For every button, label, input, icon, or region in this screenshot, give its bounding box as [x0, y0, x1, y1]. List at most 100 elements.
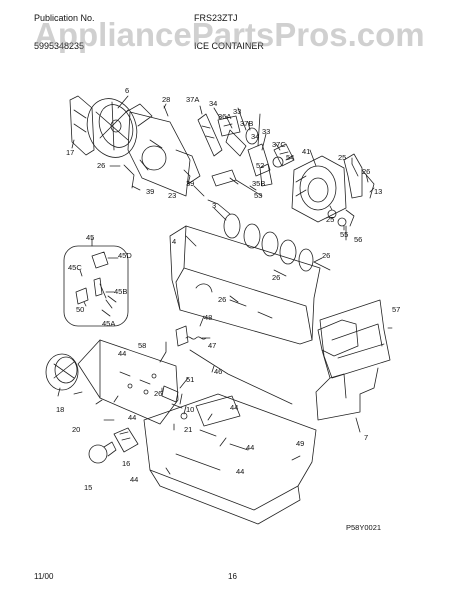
part-56-clip	[345, 209, 355, 227]
callout-39-left: 39	[146, 187, 154, 196]
callout-26-container: 26	[272, 273, 280, 282]
callout-56: 56	[354, 235, 362, 244]
part-15-light-bulb	[88, 441, 117, 464]
callout-39-right: 39	[186, 179, 194, 188]
callout-45a: 45A	[102, 319, 115, 328]
callout-44-tray: 44	[246, 443, 254, 452]
part-4-ice-container	[169, 225, 321, 345]
part-45-switch-assembly	[63, 245, 129, 327]
part-51-cam	[161, 385, 179, 403]
callout-37b: 37B	[240, 119, 253, 128]
part-53-rod	[235, 179, 263, 197]
callout-48: 48	[204, 313, 212, 322]
callout-25-bottom: 25	[326, 215, 334, 224]
bracket-assembly	[77, 339, 179, 425]
callout-3: 3	[212, 201, 216, 210]
callout-13: 13	[374, 187, 382, 196]
publication-label: Publication No.	[34, 13, 95, 23]
callout-44-strip: 44	[236, 467, 244, 476]
callout-26-motor: 26	[97, 161, 105, 170]
part-48-lever	[175, 325, 189, 347]
model-number: FRS23ZTJ	[194, 13, 238, 23]
callout-34-mid: 34	[251, 132, 259, 141]
part-17-bracket	[69, 95, 95, 156]
callout-15: 15	[84, 483, 92, 492]
callout-52: 52	[256, 161, 264, 170]
part-46-rod	[189, 349, 293, 405]
part-18-motor	[45, 353, 79, 391]
callout-26-bracket: 26	[154, 389, 162, 398]
part-34-bracket	[217, 115, 241, 137]
part-13-deflector	[343, 153, 363, 199]
callout-6: 6	[125, 86, 129, 95]
part-49-tray	[143, 393, 317, 525]
section-title: ICE CONTAINER	[194, 41, 264, 51]
figure-code: P58Y0021	[346, 523, 381, 532]
callout-46: 46	[214, 367, 222, 376]
publication-number: 5995348235	[34, 41, 85, 51]
callout-7: 7	[364, 433, 368, 442]
watermark-logo: AppliancePartsPros.com	[34, 16, 425, 53]
footer-page-number: 16	[228, 572, 237, 581]
part-16-light-socket	[113, 427, 139, 453]
part-44-plate	[195, 395, 241, 427]
callout-45c: 45C	[68, 263, 82, 272]
part-37c-link	[273, 143, 295, 167]
callout-37a: 37A	[186, 95, 199, 104]
part-28-screw	[163, 105, 169, 117]
part-39-screw-right	[183, 169, 191, 185]
callout-45b: 45B	[114, 287, 127, 296]
part-37b-link	[247, 143, 271, 177]
callout-26-housing: 26	[362, 167, 370, 176]
part-52-clip	[259, 163, 273, 187]
callout-4: 4	[172, 237, 176, 246]
callout-58: 58	[138, 341, 146, 350]
part-54-gear	[272, 156, 284, 168]
callout-35b: 35B	[252, 179, 265, 188]
callout-54: 54	[286, 153, 294, 162]
page-header: Publication No. 5995348235 FRS23ZTJ ICE …	[0, 0, 463, 60]
callout-36a: 36A	[218, 112, 231, 121]
callout-55: 55	[340, 230, 348, 239]
part-55-nut	[337, 217, 347, 227]
part-36a-lever	[225, 129, 247, 157]
part-44-strip	[175, 453, 221, 471]
callout-50: 50	[76, 305, 84, 314]
callout-33-mid: 33	[262, 127, 270, 136]
callout-33-top: 33	[233, 107, 241, 116]
callout-44-upper: 44	[118, 349, 126, 358]
callout-47: 47	[208, 341, 216, 350]
callout-26-floor: 26	[218, 295, 226, 304]
part-35b-actuator	[211, 169, 237, 187]
callout-49: 49	[296, 439, 304, 448]
part-6-auger-motor	[86, 98, 153, 158]
callout-44-bottom: 44	[130, 475, 138, 484]
part-37a-link	[197, 113, 223, 157]
callout-41: 41	[302, 147, 310, 156]
callout-45d: 45D	[118, 251, 132, 260]
callout-44-lower-left: 44	[128, 413, 136, 422]
callout-8: 26	[322, 251, 330, 260]
callout-53: 53	[254, 191, 262, 200]
callout-57: 57	[392, 305, 400, 314]
callout-23: 23	[168, 191, 176, 200]
part-33-bushing	[245, 127, 259, 145]
callout-28: 28	[162, 95, 170, 104]
callout-21: 21	[184, 425, 192, 434]
callout-18: 18	[56, 405, 64, 414]
callout-25-top: 25	[338, 153, 346, 162]
part-57-front-panel	[319, 299, 391, 379]
part-7-ice-chute	[315, 319, 379, 421]
callout-51: 51	[186, 375, 194, 384]
part-23-mounting-plate	[127, 111, 201, 197]
callout-45: 45	[86, 233, 94, 242]
callout-20: 20	[72, 425, 80, 434]
callout-44-plate: 44	[230, 403, 238, 412]
callout-37c: 37C	[272, 140, 286, 149]
callout-16: 16	[122, 459, 130, 468]
footer-date: 11/00	[34, 572, 54, 581]
callout-34-top: 34	[209, 99, 217, 108]
part-39-screw-left	[123, 164, 141, 191]
callout-17: 17	[66, 148, 74, 157]
